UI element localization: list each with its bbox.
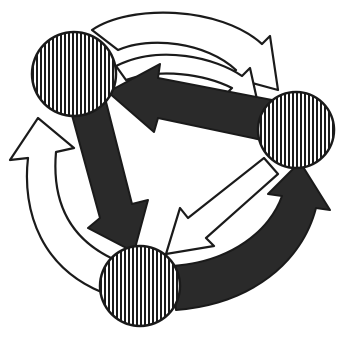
node-top-left [32, 32, 116, 116]
node-bottom [100, 246, 180, 326]
node-right [258, 92, 334, 168]
